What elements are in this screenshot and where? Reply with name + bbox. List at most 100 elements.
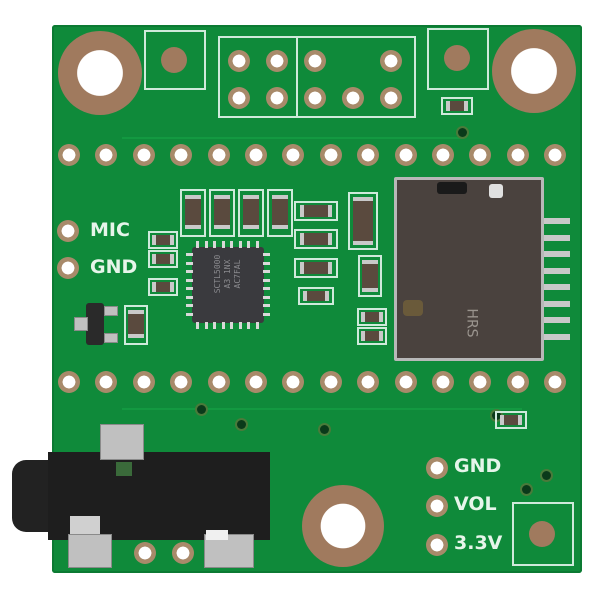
resistor (361, 312, 383, 322)
header-pin (506, 144, 529, 166)
regulator-pin (104, 306, 118, 316)
via (542, 471, 551, 480)
mounting-hole-top-right (492, 29, 576, 113)
mic-pad (57, 220, 79, 242)
audio-codec-ic: SCTL5000 A3 1NX AC7FAL (192, 247, 264, 323)
header-pin (282, 144, 305, 166)
copper-pad (444, 45, 470, 71)
chip-pin (263, 304, 270, 307)
regulator-tab (74, 317, 88, 331)
trace (122, 408, 522, 410)
chip-pin (238, 322, 242, 329)
microsd-socket: HRS (394, 177, 544, 361)
header-pin (432, 144, 454, 166)
chip-pin (247, 322, 250, 329)
header-pin (319, 371, 342, 393)
resistor-outline (209, 189, 235, 237)
header-pin (394, 144, 417, 166)
capacitor-outline (358, 255, 382, 297)
capacitor (300, 233, 332, 245)
sd-pin (544, 267, 570, 274)
resistor-outline (238, 189, 264, 237)
chip-pin (186, 278, 193, 282)
audio-jack-contact (116, 462, 132, 476)
header-outline-2x5 (218, 36, 416, 118)
header-pin (95, 144, 118, 166)
capacitor (152, 254, 174, 264)
silk-box-top-left (144, 30, 206, 90)
copper-pad (529, 521, 555, 547)
chip-pin (204, 322, 208, 329)
resistor-outline (357, 327, 387, 345)
resistor-outline (298, 287, 334, 305)
mounting-hole-top-left (58, 31, 142, 115)
sd-pin (544, 284, 570, 290)
header-pin (58, 144, 80, 166)
chip-pin (213, 241, 216, 248)
capacitor (353, 197, 373, 245)
chip-pin (263, 312, 270, 316)
capacitor (300, 205, 332, 217)
sd-pin (544, 218, 570, 224)
audio-jack-tab (70, 516, 100, 534)
chip-pin (221, 322, 225, 329)
gnd-label-left: GND (90, 256, 138, 278)
copper-pad (161, 47, 187, 73)
header-pin (207, 371, 230, 393)
header-pin (132, 144, 155, 166)
resistor-outline (148, 278, 178, 296)
header-pin (469, 371, 492, 393)
chip-pin (186, 253, 193, 256)
header-pin (132, 371, 155, 393)
gnd-label-right: GND (454, 455, 502, 477)
capacitor-outline (294, 201, 338, 221)
chip-pin (186, 287, 193, 290)
v33-pad (426, 534, 448, 556)
gnd-pad-left (57, 257, 79, 279)
chip-pin (230, 241, 233, 248)
header-pin (506, 371, 529, 393)
resistor (243, 195, 259, 229)
capacitor-outline (294, 258, 338, 278)
chip-pin (196, 322, 199, 329)
chip-pin (255, 322, 259, 329)
sd-pin (544, 251, 570, 257)
capacitor-outline (148, 250, 178, 268)
header-pin (319, 144, 342, 166)
header-pin (58, 371, 80, 393)
capacitor (128, 310, 144, 338)
resistor (214, 195, 230, 229)
sd-marking: HRS (463, 308, 480, 338)
header-pin (245, 371, 267, 393)
chip-pin (186, 295, 193, 299)
resistor (272, 195, 288, 229)
header-pin (304, 87, 326, 109)
resistor (152, 282, 174, 292)
header-pin (245, 144, 267, 166)
header-pin (304, 50, 326, 72)
silk-box-top-right (427, 28, 489, 90)
chip-pin (213, 322, 216, 329)
capacitor (300, 262, 332, 274)
v33-label: 3.3V (454, 532, 503, 554)
header-pin (170, 371, 193, 393)
jack-pad (134, 542, 156, 564)
resistor-outline (441, 97, 473, 115)
capacitor-outline (348, 192, 378, 250)
chip-pin (263, 278, 270, 282)
resistor (303, 291, 329, 301)
via (458, 128, 467, 137)
header-divider (296, 36, 298, 118)
header-pin (228, 87, 250, 109)
chip-pin (186, 261, 193, 265)
chip-pin (186, 312, 193, 316)
sd-pin (544, 317, 570, 323)
via (197, 405, 206, 414)
header-pin (394, 371, 417, 393)
header-pin (380, 50, 402, 72)
chip-pin (230, 322, 233, 329)
chip-pin (263, 295, 270, 299)
chip-pin (263, 287, 270, 290)
sd-notch (403, 300, 423, 316)
chip-pin (263, 261, 270, 265)
